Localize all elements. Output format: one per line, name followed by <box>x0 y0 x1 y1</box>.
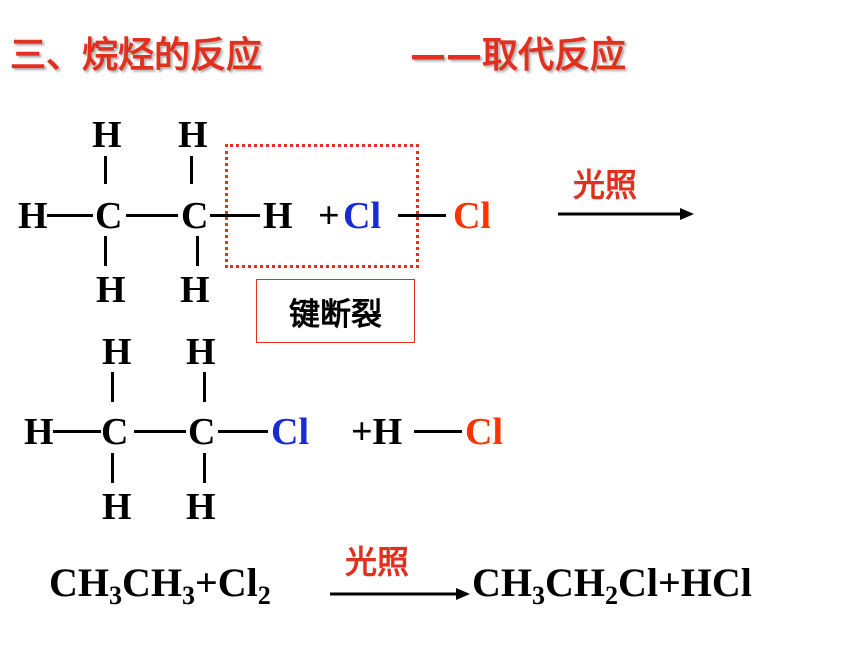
atom-h-bottom-2: H <box>186 486 216 528</box>
atom-cl-red: Cl <box>453 195 491 237</box>
bond-break-label: 键断裂 <box>256 279 415 343</box>
atom-h-bottom-2: H <box>180 269 210 311</box>
atom-h-bottom-1: H <box>96 269 126 311</box>
bond-c-cl <box>218 430 268 433</box>
reaction-arrow-1 <box>558 208 694 220</box>
page-subtitle: ——取代反应 <box>410 35 627 76</box>
atom-h-top-2: H <box>178 114 208 156</box>
plus-h: +H <box>351 411 403 453</box>
atom-cl-blue: Cl <box>343 195 381 237</box>
atom-h-bottom-1: H <box>102 486 132 528</box>
bond-v-bottom-1 <box>104 236 107 266</box>
bond-c-h <box>210 214 260 217</box>
atom-c-1: C <box>101 411 129 453</box>
bond-cl-cl <box>398 214 446 217</box>
bond-v-bottom-2 <box>196 236 199 266</box>
atom-h-right: H <box>263 195 293 237</box>
bond-break-highlight <box>225 144 419 268</box>
reaction-arrow-2 <box>330 588 470 600</box>
bond-v-top-2 <box>203 372 206 402</box>
bond-v-top-2 <box>190 156 193 184</box>
atom-h-top-1: H <box>92 114 122 156</box>
atom-h-left: H <box>18 195 48 237</box>
bond-h-left <box>47 214 93 217</box>
atom-cl-red: Cl <box>465 411 503 453</box>
bond-c-c <box>126 214 178 217</box>
equation-products: CH3CH2Cl+HCl <box>472 560 752 610</box>
equation-reactants: CH3CH3+Cl2 <box>49 560 271 610</box>
bond-v-bottom-1 <box>111 453 114 483</box>
plus-sign: + <box>318 195 340 237</box>
bond-v-bottom-2 <box>203 453 206 483</box>
atom-h-top-1: H <box>102 331 132 373</box>
atom-h-left: H <box>24 411 54 453</box>
bond-v-top-1 <box>104 156 107 184</box>
condition-label-2: 光照 <box>345 543 410 581</box>
atom-c-2: C <box>188 411 216 453</box>
bond-c-c <box>134 430 186 433</box>
bond-h-cl <box>414 430 462 433</box>
condition-label-1: 光照 <box>573 166 638 204</box>
bond-v-top-1 <box>111 372 114 402</box>
bond-h-left <box>53 430 101 433</box>
atom-c-1: C <box>95 195 123 237</box>
atom-c-2: C <box>181 195 209 237</box>
atom-cl-blue: Cl <box>271 411 309 453</box>
atom-h-top-2: H <box>186 331 216 373</box>
page-title: 三、烷烃的反应 <box>10 35 263 76</box>
